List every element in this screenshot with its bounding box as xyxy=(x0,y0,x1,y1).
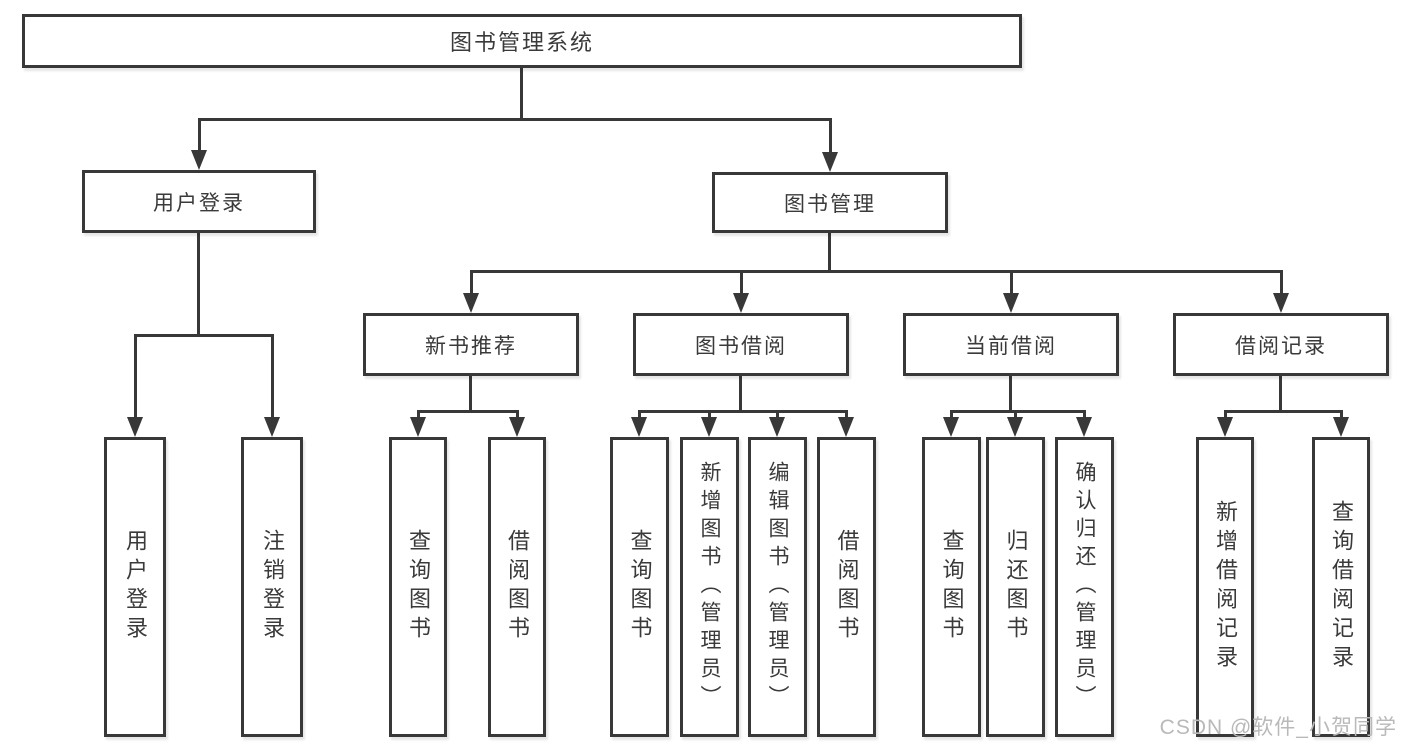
connector-line xyxy=(1014,410,1017,417)
node-edit-books-admin: 编辑图书（管理员） xyxy=(748,437,807,737)
arrow-down-icon xyxy=(838,417,854,437)
arrow-down-icon xyxy=(127,417,143,437)
connector-line xyxy=(1224,410,1343,413)
arrow-down-icon xyxy=(943,417,959,437)
arrow-down-icon xyxy=(631,417,647,437)
connector-line xyxy=(1340,410,1343,417)
connector-line xyxy=(845,410,848,417)
connector-line xyxy=(1009,376,1012,412)
connector-line xyxy=(469,376,472,412)
node-label: 借阅图书 xyxy=(834,529,860,645)
node-book-borrowing: 图书借阅 xyxy=(633,313,849,376)
arrow-down-icon xyxy=(1003,293,1019,313)
connector-line xyxy=(134,334,137,417)
connector-line xyxy=(1279,376,1282,412)
node-label: 借阅图书 xyxy=(505,529,530,645)
connector-line xyxy=(1083,410,1086,417)
node-label: 查询图书 xyxy=(406,529,431,645)
node-label: 用户登录 xyxy=(153,191,245,215)
connector-line xyxy=(1280,270,1283,293)
arrow-down-icon xyxy=(733,293,749,313)
node-label: 借阅记录 xyxy=(1235,334,1327,358)
connector-line xyxy=(198,118,201,150)
arrow-down-icon xyxy=(1273,293,1289,313)
arrow-down-icon xyxy=(701,417,717,437)
node-user-login: 用户登录 xyxy=(104,437,166,737)
node-return-books: 归还图书 xyxy=(986,437,1045,737)
connector-line xyxy=(950,410,953,417)
arrow-down-icon xyxy=(1007,417,1023,437)
node-query-books-borrow: 查询图书 xyxy=(610,437,669,737)
node-current-borrowing: 当前借阅 xyxy=(903,313,1119,376)
arrow-down-icon xyxy=(410,417,426,437)
connector-line xyxy=(470,270,1283,273)
arrow-down-icon xyxy=(509,417,525,437)
arrow-down-icon xyxy=(191,150,207,170)
node-label: 查询图书 xyxy=(627,529,653,645)
connector-line xyxy=(198,118,832,121)
node-book-management-module: 图书管理 xyxy=(712,172,948,233)
node-label: 新增图书（管理员） xyxy=(698,461,721,713)
connector-line xyxy=(197,233,200,336)
node-label: 确认归还（管理员） xyxy=(1073,461,1096,713)
node-add-books-admin: 新增图书（管理员） xyxy=(680,437,739,737)
arrow-down-icon xyxy=(1217,417,1233,437)
connector-line xyxy=(828,233,831,272)
connector-line xyxy=(520,68,523,120)
connector-line xyxy=(638,410,641,417)
connector-line xyxy=(417,410,519,413)
node-borrow-books-recommend: 借阅图书 xyxy=(488,437,546,737)
node-label: 归还图书 xyxy=(1003,529,1029,645)
node-add-borrow-record: 新增借阅记录 xyxy=(1196,437,1254,737)
connector-line xyxy=(776,410,779,417)
node-confirm-return-admin: 确认归还（管理员） xyxy=(1055,437,1114,737)
connector-line xyxy=(740,270,743,293)
node-logout-login: 注销登录 xyxy=(241,437,303,737)
arrow-down-icon xyxy=(463,293,479,313)
node-label: 图书管理 xyxy=(784,192,876,216)
connector-line xyxy=(950,410,1086,413)
node-borrow-books: 借阅图书 xyxy=(817,437,876,737)
connector-line xyxy=(470,270,473,293)
connector-line xyxy=(708,410,711,417)
node-query-borrow-record: 查询借阅记录 xyxy=(1312,437,1370,737)
connector-line xyxy=(516,410,519,417)
arrow-down-icon xyxy=(822,152,838,172)
node-label: 注销登录 xyxy=(260,529,285,645)
node-user-login-module: 用户登录 xyxy=(82,170,316,233)
node-label: 新增借阅记录 xyxy=(1213,500,1238,674)
arrow-down-icon xyxy=(264,417,280,437)
arrow-down-icon xyxy=(1076,417,1092,437)
node-label: 新书推荐 xyxy=(425,334,517,358)
connector-line xyxy=(417,410,420,417)
connector-line xyxy=(1224,410,1227,417)
node-borrowing-records: 借阅记录 xyxy=(1173,313,1389,376)
connector-line xyxy=(739,376,742,412)
node-query-books-recommend: 查询图书 xyxy=(389,437,447,737)
connector-line xyxy=(638,410,848,413)
node-label: 用户登录 xyxy=(123,529,148,645)
connector-line xyxy=(134,334,274,337)
node-label: 编辑图书（管理员） xyxy=(766,461,789,713)
node-library-management-system: 图书管理系统 xyxy=(22,14,1022,68)
node-query-books-current: 查询图书 xyxy=(922,437,981,737)
connector-line xyxy=(271,334,274,417)
node-label: 图书管理系统 xyxy=(449,30,594,55)
arrow-down-icon xyxy=(1333,417,1349,437)
node-new-book-recommendation: 新书推荐 xyxy=(363,313,579,376)
connector-line xyxy=(1010,270,1013,293)
node-label: 查询借阅记录 xyxy=(1329,500,1354,674)
node-label: 当前借阅 xyxy=(965,334,1057,358)
connector-line xyxy=(829,118,832,152)
node-label: 图书借阅 xyxy=(695,334,787,358)
arrow-down-icon xyxy=(769,417,785,437)
node-label: 查询图书 xyxy=(939,529,965,645)
